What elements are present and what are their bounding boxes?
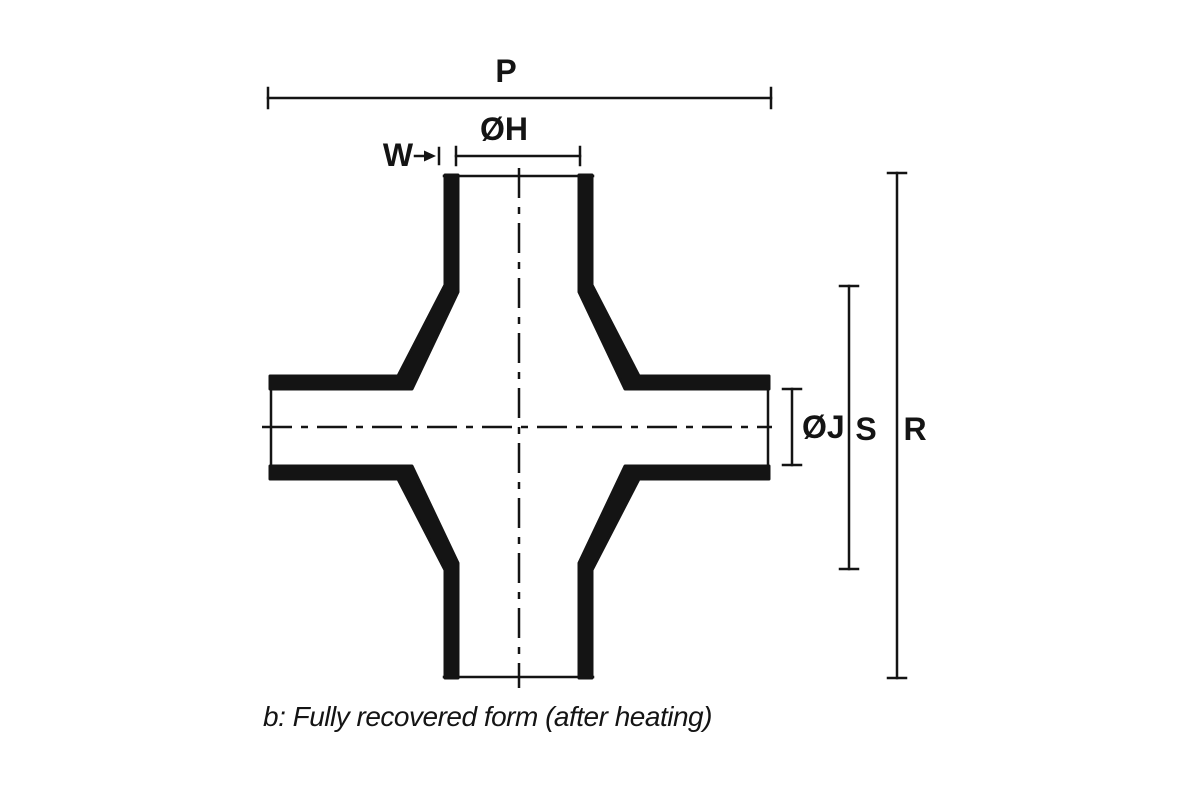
wall-top-left (268, 173, 460, 391)
label-s: S (855, 411, 876, 447)
dim-w-arrowhead-icon (424, 150, 436, 162)
wall-bottom-right (577, 464, 771, 680)
centerlines (262, 168, 772, 688)
dimension-j: ØJ (781, 387, 845, 467)
label-p: P (495, 53, 516, 89)
wall-bottom-left (268, 464, 460, 680)
label-w: W (383, 137, 414, 173)
label-h: ØH (480, 111, 528, 147)
dimension-p: P (266, 53, 773, 110)
dimension-h: ØH (454, 111, 582, 167)
label-j: ØJ (802, 409, 845, 445)
figure-caption: b: Fully recovered form (after heating) (263, 701, 712, 732)
label-r: R (903, 411, 926, 447)
dimension-r: R (886, 171, 927, 680)
wall-top-right (577, 173, 771, 391)
dimension-w: W (383, 137, 441, 173)
dimension-s: S (838, 284, 877, 571)
